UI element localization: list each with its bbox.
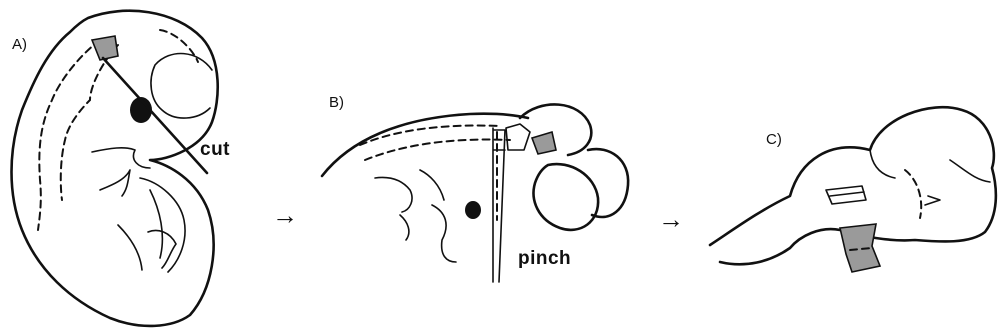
panel-b-neural-tube-upper (360, 126, 500, 145)
panel-c-excised-tissue (840, 224, 880, 272)
panel-b-tube-cap (506, 124, 530, 150)
panel-b-forceps (493, 128, 505, 282)
panel-a-brain-lobes (151, 54, 212, 119)
panel-a-embryo-outline (12, 11, 218, 326)
panel-c-label: C) (766, 131, 782, 148)
panel-a-cut-label: cut (200, 139, 230, 160)
panel-a: A) cut (12, 11, 231, 326)
panel-a-cut-line (103, 58, 207, 173)
panel-a-neural-tube-outer (38, 40, 100, 230)
panel-a-tissue-patch (92, 36, 118, 60)
panel-a-arch-details (92, 148, 185, 272)
panel-c-cut-window (826, 186, 866, 204)
panel-b-tissue-patch (532, 132, 556, 154)
panel-c-fold-mark (925, 196, 940, 205)
panel-c-vesicle-boundary (905, 170, 921, 218)
panel-c-inner-fold (870, 150, 990, 182)
panel-b-label: B) (329, 94, 344, 111)
arrow-a-to-b: → (272, 200, 298, 230)
arrow-b-to-c: → (658, 204, 684, 234)
panel-a-neural-tube-inner (61, 45, 118, 200)
panel-b-marker-dot (465, 201, 481, 219)
panel-b: B) pinch (322, 94, 628, 282)
panel-c: C) (710, 107, 996, 272)
panel-b-arch-details (375, 170, 456, 262)
panel-b-eye-lobe-lower (534, 164, 599, 230)
panel-b-neural-tube-lower (365, 140, 510, 160)
panel-a-label: A) (12, 36, 27, 53)
panel-b-pinch-label: pinch (518, 248, 571, 269)
